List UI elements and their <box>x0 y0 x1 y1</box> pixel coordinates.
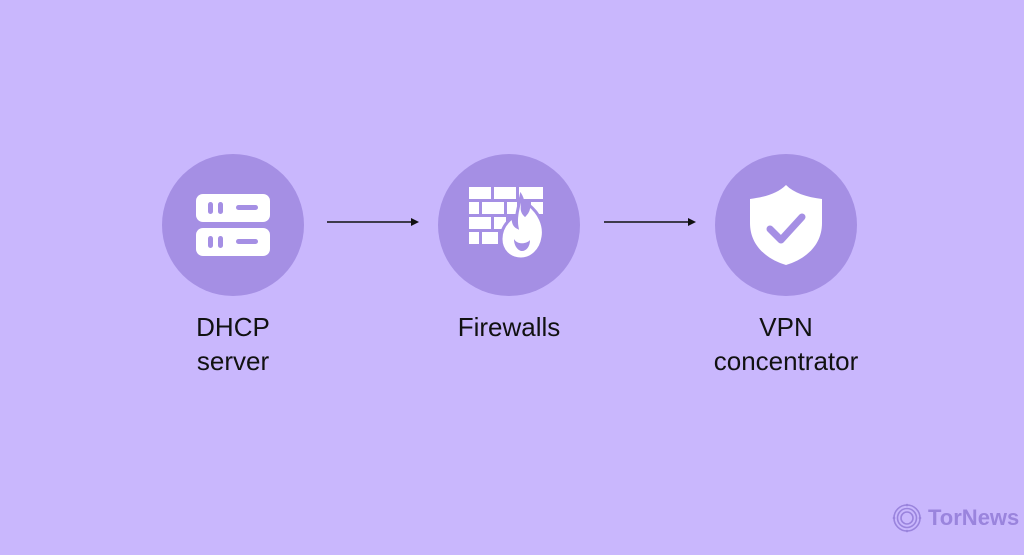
step-label-line1: Firewalls <box>457 312 561 342</box>
step-label-line2: server <box>196 346 270 376</box>
step-label: DHCP server <box>113 310 353 378</box>
step-label-line1: VPN <box>759 312 813 342</box>
step-circle <box>162 154 304 296</box>
shield-check-icon <box>750 185 822 265</box>
brand-watermark: TorNews <box>892 503 1019 533</box>
step-label: Firewalls <box>389 310 629 344</box>
step-label-line2: concentrator <box>713 346 859 376</box>
step-vpn-concentrator: VPN concentrator <box>666 154 906 378</box>
step-firewalls: Firewalls <box>389 154 629 344</box>
server-icon <box>196 194 270 256</box>
arrow-icon <box>327 218 419 226</box>
step-label-line1: DHCP <box>196 312 270 342</box>
step-circle <box>715 154 857 296</box>
arrow-icon <box>604 218 696 226</box>
tornews-logo-icon <box>892 503 922 533</box>
brand-name: TorNews <box>928 505 1020 530</box>
step-label: VPN concentrator <box>666 310 906 378</box>
step-dhcp-server: DHCP server <box>113 154 353 378</box>
firewall-icon <box>469 187 545 261</box>
step-circle <box>438 154 580 296</box>
